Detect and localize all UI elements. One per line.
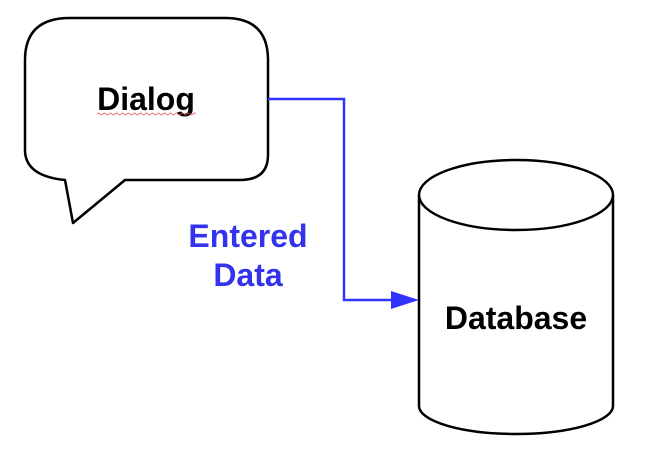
database-node[interactable]: Database [417,158,615,436]
edge-label-line-1: Entered [188,218,307,254]
database-label: Database [445,300,587,336]
connector-line [268,97,392,302]
dialog-label: Dialog [97,81,195,117]
speech-bubble-shape [23,16,270,225]
edge-label-line-2: Data [213,257,283,293]
spellcheck-underline [96,112,197,116]
cylinder-top [417,158,615,232]
entered-data-connector[interactable]: Entered Data [188,97,419,309]
dialog-node[interactable]: Dialog [23,16,270,225]
cylinder-body [417,195,615,436]
arrowhead-icon [391,291,419,309]
